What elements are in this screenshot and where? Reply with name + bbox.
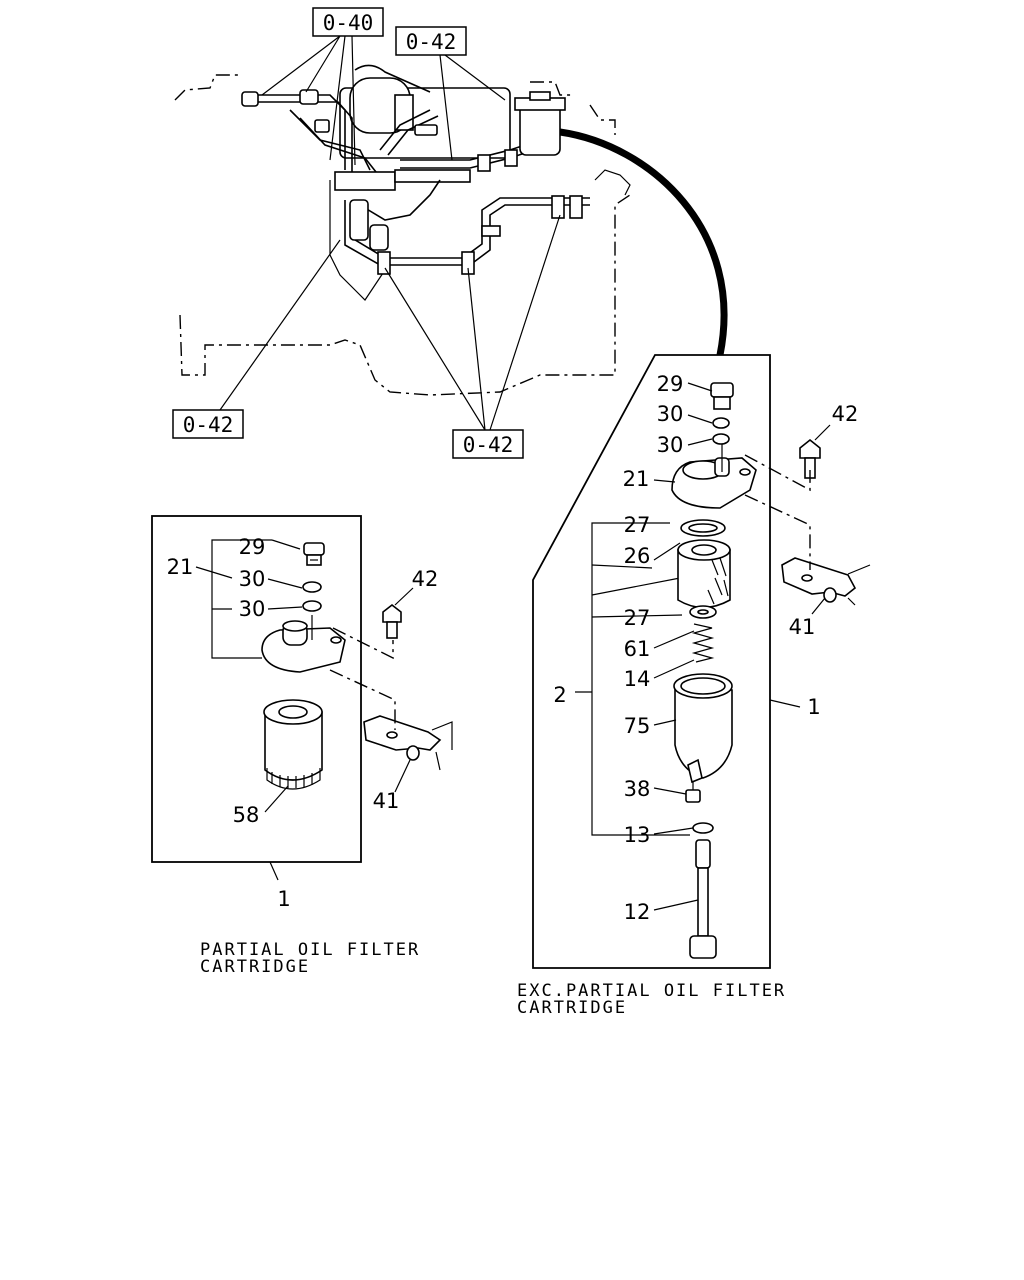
ref-0-42-left: 0-42 — [172, 409, 244, 439]
svg-text:0-42: 0-42 — [183, 413, 234, 437]
right-label-27b: 27 — [624, 606, 651, 630]
right-plug-38 — [685, 782, 701, 803]
right-label-75: 75 — [624, 714, 651, 738]
left-label-29: 29 — [239, 535, 266, 559]
left-label-21: 21 — [167, 555, 194, 579]
svg-text:0-42: 0-42 — [463, 433, 514, 457]
right-bolt-42 — [799, 438, 821, 479]
right-label-1: 1 — [807, 695, 820, 719]
left-bracket-41 — [363, 715, 453, 771]
left-caption-line2: CARTRIDGE — [200, 957, 310, 977]
left-panel: 29 21 30 30 42 58 41 1 PARTIAL OIL FILTE… — [151, 515, 453, 977]
right-label-12: 12 — [624, 900, 651, 924]
right-element-26 — [677, 539, 731, 609]
right-center-bolt-12 — [689, 839, 717, 959]
right-bracket-41 — [781, 557, 871, 606]
right-panel: 29 30 30 42 21 27 26 27 61 14 2 1 75 41 … — [517, 354, 871, 1018]
right-label-42: 42 — [832, 402, 859, 426]
right-bowl-75 — [673, 673, 733, 784]
left-label-30b: 30 — [239, 597, 266, 621]
right-caption-line1: EXC.PARTIAL OIL FILTER — [517, 981, 786, 1001]
svg-text:0-42: 0-42 — [406, 30, 457, 54]
left-caption-line1: PARTIAL OIL FILTER — [200, 940, 420, 960]
right-label-27a: 27 — [624, 513, 651, 537]
ref-0-42-bottom: 0-42 — [452, 429, 524, 459]
right-bolt-29 — [710, 382, 734, 410]
left-label-1: 1 — [277, 887, 290, 911]
left-cartridge-58 — [263, 699, 323, 790]
right-label-14: 14 — [624, 667, 651, 691]
right-filter-head-21 — [671, 457, 757, 509]
svg-text:0-40: 0-40 — [323, 11, 374, 35]
right-label-13: 13 — [624, 823, 651, 847]
ref-0-42-top: 0-42 — [395, 26, 467, 56]
left-bolt-29 — [303, 542, 325, 566]
right-label-21: 21 — [623, 467, 650, 491]
right-label-30a: 30 — [657, 402, 684, 426]
right-label-2: 2 — [553, 683, 566, 707]
right-caption-line2: CARTRIDGE — [517, 998, 627, 1018]
left-label-41: 41 — [373, 789, 400, 813]
right-label-41: 41 — [789, 615, 816, 639]
right-label-30b: 30 — [657, 433, 684, 457]
reference-labels: 0-40 0-42 0-42 0-42 — [172, 7, 561, 459]
left-label-58: 58 — [233, 803, 260, 827]
right-label-61: 61 — [624, 637, 651, 661]
left-label-30a: 30 — [239, 567, 266, 591]
right-label-29: 29 — [657, 372, 684, 396]
right-label-38: 38 — [624, 777, 651, 801]
left-bolt-42 — [382, 603, 402, 639]
left-filter-head-21 — [261, 615, 346, 673]
engine-overview — [174, 64, 728, 396]
right-label-26: 26 — [624, 544, 651, 568]
ref-0-40: 0-40 — [312, 7, 384, 37]
left-label-42: 42 — [412, 567, 439, 591]
